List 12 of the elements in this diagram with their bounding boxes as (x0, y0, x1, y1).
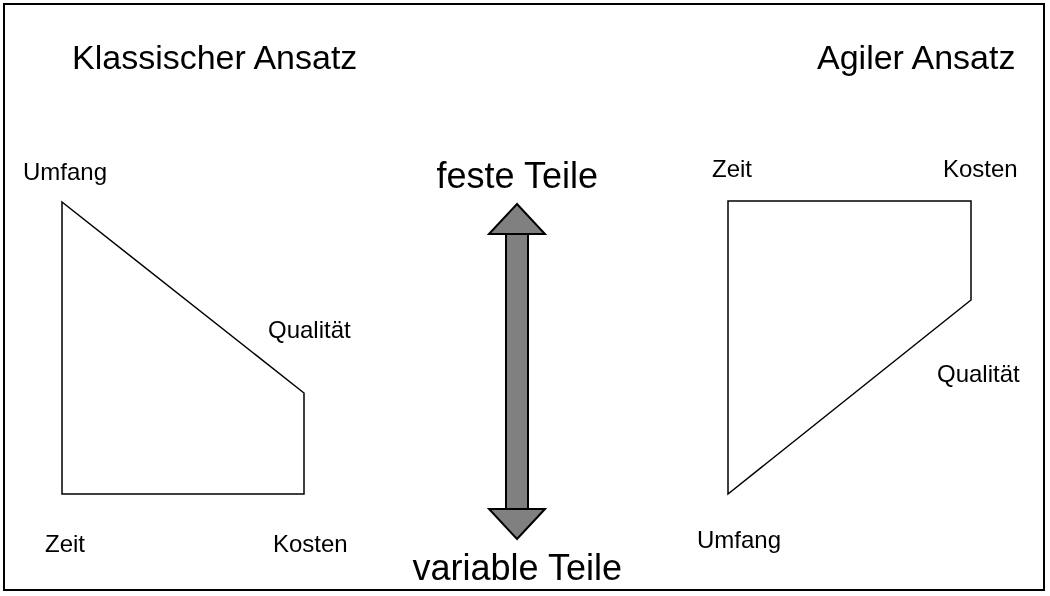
scale-label: feste Teile (436, 155, 598, 197)
corner-label: Zeit (45, 530, 85, 558)
corner-label: Umfang (23, 158, 108, 186)
corner-label: Kosten (273, 530, 348, 558)
corner-label: Umfang (697, 526, 782, 554)
corner-label: Qualität (268, 316, 351, 344)
heading: Agiler Ansatz (817, 38, 1016, 78)
corner-label: Zeit (712, 155, 752, 183)
corner-label: Kosten (943, 155, 1018, 183)
scale-label: variable Teile (412, 547, 622, 589)
heading: Klassischer Ansatz (72, 38, 358, 78)
corner-label: Qualität (937, 360, 1020, 388)
